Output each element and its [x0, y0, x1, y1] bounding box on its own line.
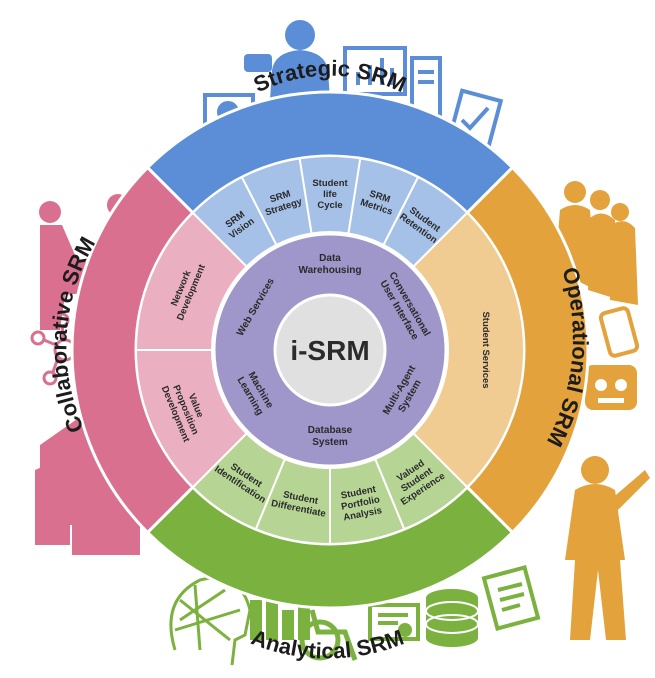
certificate-icon — [368, 603, 420, 641]
middle-ring — [134, 154, 525, 546]
database-icon — [425, 589, 479, 647]
operational-segment — [412, 211, 525, 489]
customer-service-icon — [565, 456, 650, 640]
analytical-segment-label: ValuedStudentExperience — [387, 452, 447, 508]
mobile-phone-icon — [598, 306, 640, 358]
ai-head-icon — [169, 576, 252, 666]
center-circle — [273, 293, 387, 407]
report-icon — [481, 565, 541, 631]
operational-segment-label: Student Services — [480, 311, 491, 388]
buildings-icon — [35, 410, 140, 555]
center-label: i-SRM — [290, 335, 369, 366]
robot-icon — [585, 365, 637, 410]
outer-ring — [70, 90, 590, 610]
collaborative-segment — [134, 211, 248, 351]
